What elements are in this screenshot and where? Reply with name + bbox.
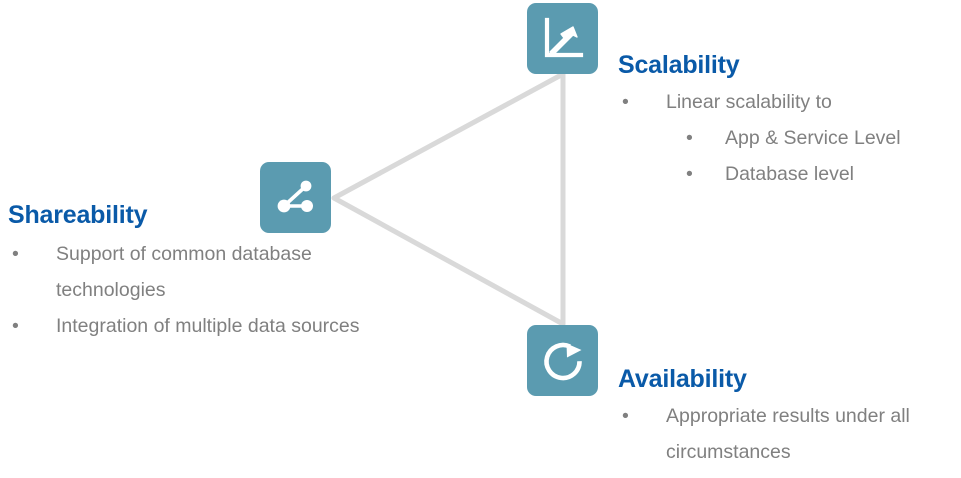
share-network-icon [273,175,319,221]
text-block-shareability: Shareability • Support of common databas… [8,200,378,344]
icon-tile-shareability[interactable] [260,162,331,233]
bullet-item: • Integration of multiple data sources [8,308,378,344]
bullet-glyph: • [686,163,693,185]
bullet-list-scalability: • Linear scalability to • App & Service … [618,84,958,192]
bullet-item: • Linear scalability to [618,84,958,120]
bullet-list-shareability: • Support of common database technologie… [8,236,378,344]
bullet-text: App & Service Level [725,127,901,149]
growth-chart-arrow-icon [540,16,586,62]
bullet-item: • Appropriate results under all circumst… [618,398,961,470]
bullet-text: Database level [725,163,854,185]
text-block-scalability: Scalability • Linear scalability to • Ap… [618,50,958,192]
bullet-item: • Database level [618,156,958,192]
icon-tile-availability[interactable] [527,325,598,396]
text-block-availability: Availability • Appropriate results under… [618,364,961,470]
heading-shareability: Shareability [8,201,148,229]
bullet-text: Appropriate results under all circumstan… [666,405,910,463]
bullet-text: Support of common database technologies [56,243,312,301]
bullet-list-availability: • Appropriate results under all circumst… [618,398,961,470]
bullet-text: Linear scalability to [666,91,832,113]
heading-scalability: Scalability [618,51,740,79]
bullet-item: • Support of common database technologie… [8,236,378,308]
bullet-glyph: • [12,243,19,265]
bullet-text: Integration of multiple data sources [56,315,360,337]
icon-tile-scalability[interactable] [527,3,598,74]
bullet-glyph: • [686,127,693,149]
bullet-glyph: • [12,315,19,337]
bullet-glyph: • [622,91,629,113]
bullet-item: • App & Service Level [618,120,958,156]
heading-availability: Availability [618,365,747,393]
bullet-glyph: • [622,405,629,427]
refresh-circle-arrow-icon [540,338,586,384]
